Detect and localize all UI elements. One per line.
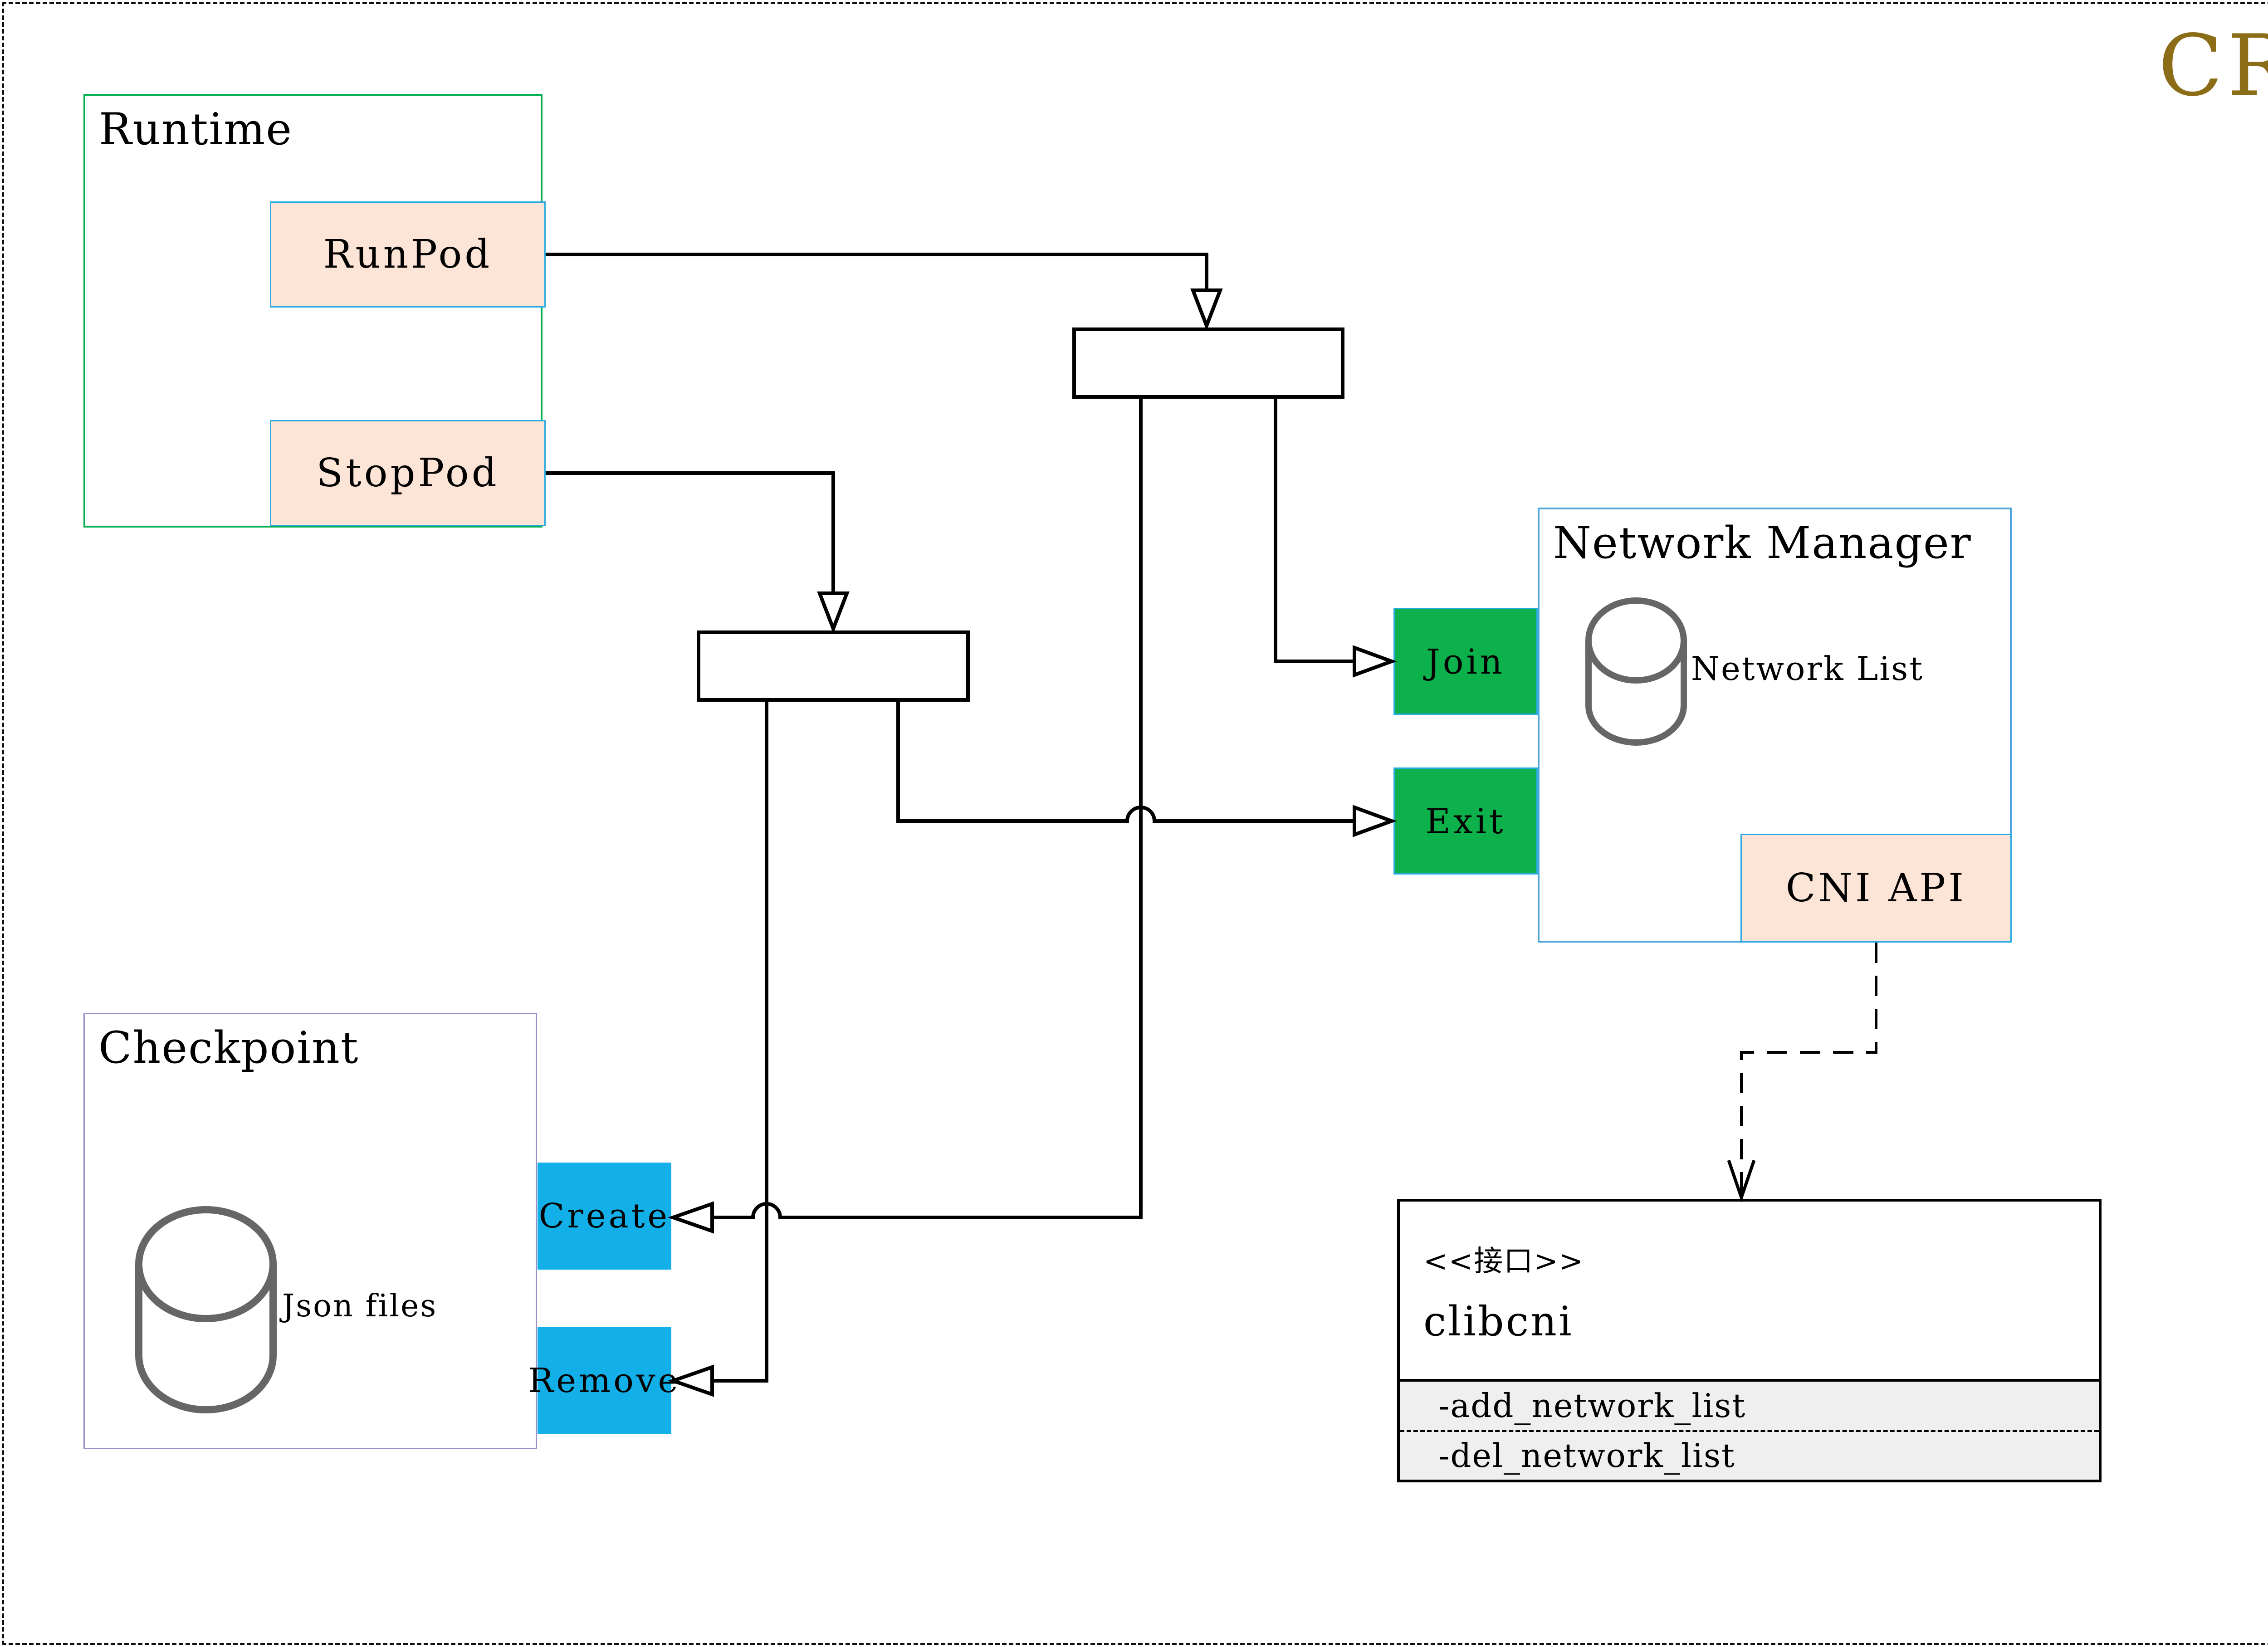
diagram-title: CRI <box>2158 16 2268 115</box>
clibcni-header: <<接口>> clibcni <box>1400 1202 2099 1379</box>
runpod-node: RunPod <box>270 201 546 308</box>
checkpoint-container: Checkpoint <box>83 1013 537 1449</box>
json-files-label: Json files <box>282 1288 438 1324</box>
clibcni-interface-class: <<接口>> clibcni -add_network_list -del_ne… <box>1397 1199 2102 1482</box>
join-open-arrowhead <box>1353 645 1397 678</box>
stoppod-to-flowbox2-connector <box>546 471 835 593</box>
network-manager-title: Network Manager <box>1553 518 1972 568</box>
remove-node: Remove <box>528 1327 678 1434</box>
flowbox2-open-arrowhead <box>817 591 850 634</box>
exit-node: Exit <box>1393 767 1538 875</box>
flowbox1-to-join-connector <box>1274 399 1354 663</box>
runpod-to-flowbox1-connector <box>546 253 1208 290</box>
clibcni-methods-section: -add_network_list -del_network_list <box>1400 1379 2099 1480</box>
join-node: Join <box>1393 608 1538 715</box>
clibcni-stereotype: <<接口>> <box>1423 1245 1584 1278</box>
network-list-label: Network List <box>1691 650 1924 688</box>
flow-box-middle <box>697 630 970 702</box>
flowbox1-to-create-connector <box>712 399 1143 1219</box>
stoppod-node: StopPod <box>270 420 546 526</box>
flow-box-top <box>1072 327 1344 399</box>
clibcni-method-divider <box>1400 1429 2099 1432</box>
cni-api-node: CNI API <box>1740 834 2012 943</box>
runtime-title: Runtime <box>99 104 293 155</box>
clibcni-method-del: -del_network_list <box>1438 1437 1735 1475</box>
flowbox2-to-exit-connector <box>896 702 1354 823</box>
flowbox1-open-arrowhead <box>1190 288 1223 331</box>
create-node: Create <box>538 1163 671 1270</box>
flowbox2-to-remove-connector <box>712 702 768 1383</box>
clibcni-open-v-arrowhead <box>1727 1159 1756 1202</box>
clibcni-method-add: -add_network_list <box>1438 1386 1746 1425</box>
create-open-arrowhead <box>667 1201 714 1234</box>
exit-open-arrowhead <box>1353 805 1397 837</box>
clibcni-name: clibcni <box>1423 1298 1574 1345</box>
cni-api-to-clibcni-dashed-connector <box>1740 943 1877 1193</box>
checkpoint-title: Checkpoint <box>98 1022 359 1073</box>
